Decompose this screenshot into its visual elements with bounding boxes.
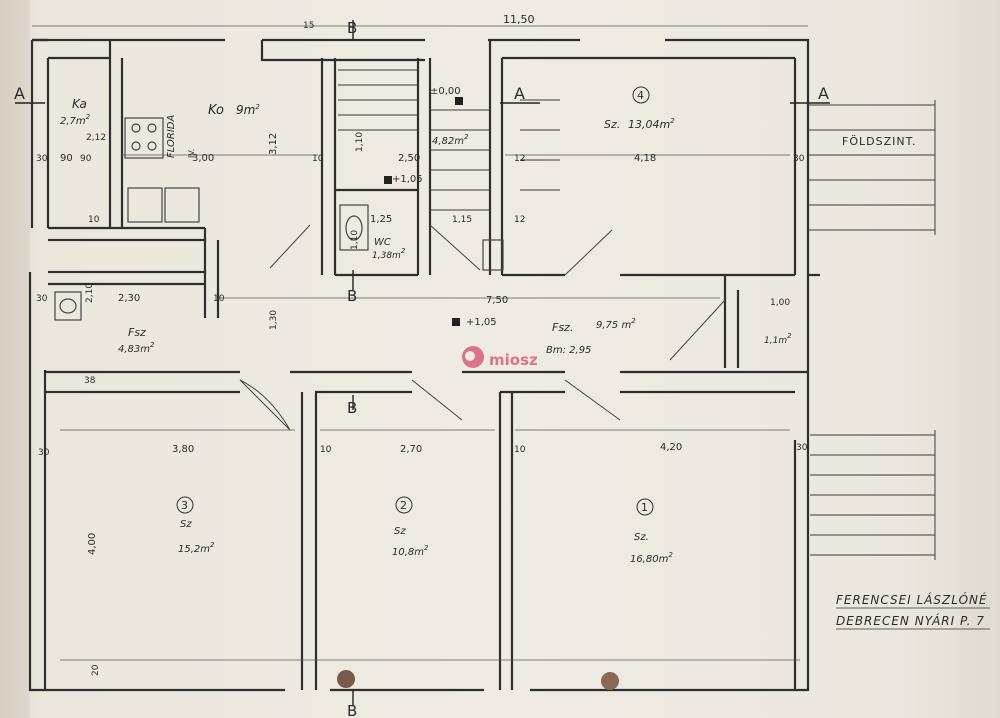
room-ko-note2: IV. <box>187 149 196 158</box>
fsz-main-area: 9,75 m2 <box>596 317 636 331</box>
room2-width: 2,70 <box>400 444 422 455</box>
wc-name: WC <box>374 237 391 248</box>
room4-area: 13,04m2 <box>628 117 675 131</box>
room3-depth: 4,00 <box>87 533 98 555</box>
wc-width: 1,25 <box>370 214 392 225</box>
section-mark-b-top: B <box>347 19 357 37</box>
bath-width: 2,30 <box>118 293 140 304</box>
section-mark-a-right: A <box>818 84 829 103</box>
room-ka-width: 90 <box>60 153 73 164</box>
paper-stain <box>601 672 619 690</box>
top-dimension: 11,50 <box>503 13 535 26</box>
wall-label: 10 <box>312 154 324 164</box>
room-ka-area: 2,7m2 <box>60 113 91 127</box>
room4-width: 4,18 <box>634 153 656 164</box>
wall-label: 1,30 <box>269 310 279 330</box>
wall-label: 12 <box>514 154 525 164</box>
room1-area: 16,80m2 <box>630 551 673 565</box>
stair-area: 4,82m2 <box>432 133 469 147</box>
room4-name: Sz. <box>604 118 620 131</box>
fsz-main-height: Bm: 2,95 <box>546 345 591 356</box>
watermark-logo: miosz <box>462 346 538 369</box>
stair-dim: 1,10 <box>355 132 365 152</box>
wall-label: 1,15 <box>452 215 472 225</box>
wall-label: 30 <box>36 154 48 164</box>
room4-number: 4 <box>637 89 644 102</box>
room-ko-area: 9m2 <box>236 103 260 117</box>
room3-area: 15,2m2 <box>178 541 215 555</box>
fsz-small-area: 4,83m2 <box>118 341 155 355</box>
wall-label: 90 <box>80 154 92 164</box>
room2-name: Sz <box>394 526 406 537</box>
room3-number-circle <box>176 496 194 514</box>
door-swings <box>239 224 726 431</box>
wall-label: 10 <box>213 294 225 304</box>
wc-depth: 1,10 <box>350 230 360 250</box>
room1-name: Sz. <box>634 532 649 543</box>
room-ko-name: Ko <box>208 103 224 118</box>
section-mark-a-mid: A <box>514 84 525 103</box>
room1-number: 1 <box>641 501 648 514</box>
staircase <box>338 69 560 211</box>
wall-label: 10 <box>320 445 332 455</box>
wall-label: 20 <box>91 664 101 676</box>
lobby-width: 2,50 <box>398 153 420 164</box>
room-ko-width: 3,00 <box>192 153 214 164</box>
room3-width: 3,80 <box>172 444 194 455</box>
stair-level: ±0,00 <box>430 86 461 97</box>
level-markers <box>384 97 463 326</box>
wall-label: 12 <box>514 215 525 225</box>
fsz-main-level: +1,05 <box>466 317 497 328</box>
exterior-label: FÖLDSZINT. <box>842 135 917 148</box>
kitchen-fixtures <box>54 117 504 321</box>
room1-width: 4,20 <box>660 442 682 453</box>
paper-stain <box>337 670 355 688</box>
exterior-steps <box>808 100 936 560</box>
bath-depth: 2,10 <box>85 283 95 303</box>
wall-label: 30 <box>36 294 48 304</box>
room1-number-circle <box>636 498 654 516</box>
room2-number: 2 <box>400 499 407 512</box>
owner-line-1: FERENCSEI LÁSZLÓNÉ <box>836 592 988 607</box>
wall-label: 30 <box>38 448 50 458</box>
wall-dimension-top: 15 <box>303 21 314 31</box>
wc-area: 1,38m2 <box>372 247 406 261</box>
room-ko-note: FLORIDA <box>166 115 177 158</box>
fsz-main-name: Fsz. <box>552 321 573 334</box>
small-right-dim: 1,00 <box>770 298 790 308</box>
fsz-small-name: Fsz <box>128 326 146 339</box>
room-ka-name: Ka <box>72 97 87 111</box>
fsz-main-width: 7,50 <box>486 295 508 306</box>
watermark-text: miosz <box>489 351 538 369</box>
wall-label: 10 <box>88 215 100 225</box>
outer-walls <box>28 38 820 692</box>
room-ka-depth: 2,12 <box>86 133 106 143</box>
wall-label: 38 <box>84 376 96 386</box>
wall-label: 30 <box>793 154 805 164</box>
section-mark-b-bottom: B <box>347 702 357 718</box>
wall-label: 10 <box>514 445 526 455</box>
room3-name: Sz <box>180 519 192 530</box>
section-lines <box>15 20 830 706</box>
dimension-lines <box>32 25 808 661</box>
section-mark-b-mid1: B <box>347 287 357 305</box>
small-right-area: 1,1m2 <box>764 332 792 346</box>
room2-area: 10,8m2 <box>392 544 429 558</box>
owner-line-2: DEBRECEN NYÁRI P. 7 <box>836 613 985 628</box>
room3-number: 3 <box>181 499 188 512</box>
wall-label: 30 <box>796 443 808 453</box>
room4-number-circle <box>632 86 650 104</box>
lobby-level: +1,05 <box>392 174 423 185</box>
section-mark-a-left: A <box>14 84 25 103</box>
room-ko-depth: 3,12 <box>268 133 279 155</box>
room2-number-circle <box>395 496 413 514</box>
section-mark-b-mid2: B <box>347 399 357 417</box>
